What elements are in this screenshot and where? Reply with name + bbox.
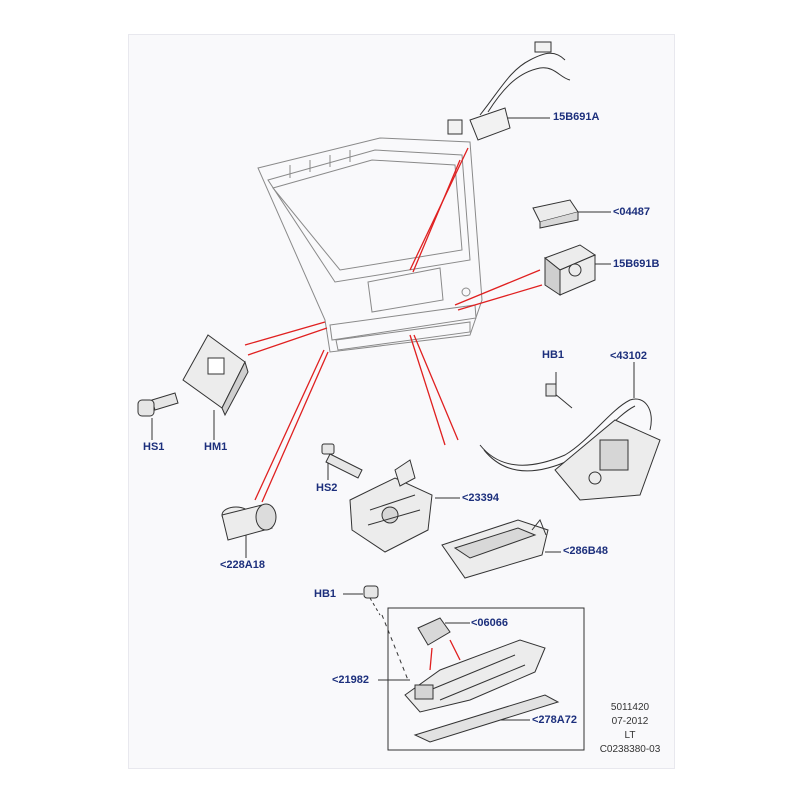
callout-hs1[interactable]: HS1	[143, 441, 165, 453]
part-15b691b	[543, 244, 597, 296]
callout-23394[interactable]: <23394	[462, 492, 500, 504]
callout-hm1[interactable]: HM1	[204, 441, 228, 453]
part-04487	[532, 199, 579, 229]
callout-hb1-bottom[interactable]: HB1	[314, 588, 337, 600]
callout-04487[interactable]: <04487	[613, 206, 651, 218]
part-hs1	[137, 392, 179, 417]
part-group-box	[387, 607, 585, 751]
meta-code: 5011420	[610, 702, 650, 713]
callout-228a18[interactable]: <228A18	[220, 559, 265, 571]
part-286b48	[441, 519, 549, 579]
part-23394	[349, 459, 433, 553]
meta-lang: LT	[624, 730, 636, 741]
callout-leaders	[151, 117, 635, 721]
part-15b691a	[447, 41, 571, 141]
callout-278a72[interactable]: <278A72	[532, 714, 577, 726]
part-hs2	[321, 443, 363, 479]
part-228a18	[221, 503, 277, 541]
tailgate-outline	[257, 137, 483, 353]
part-278a72	[413, 694, 560, 743]
meta-ref: C0238380-03	[599, 744, 661, 755]
callout-06066[interactable]: <06066	[471, 617, 509, 629]
callout-15b691b[interactable]: 15B691B	[613, 258, 660, 270]
leader-lines	[244, 147, 543, 671]
callout-43102[interactable]: <43102	[610, 350, 648, 362]
part-hm1	[182, 334, 249, 417]
part-hb1-bottom	[363, 585, 409, 681]
callout-21982[interactable]: <21982	[332, 674, 370, 686]
part-21982	[404, 639, 546, 713]
part-06066	[417, 617, 451, 646]
callout-15b691a[interactable]: 15B691A	[553, 111, 600, 123]
callout-hs2[interactable]: HS2	[316, 482, 338, 494]
callout-286b48[interactable]: <286B48	[563, 545, 608, 557]
meta-date: 07-2012	[611, 716, 649, 727]
part-43102	[479, 383, 661, 501]
callout-hb1-top[interactable]: HB1	[542, 349, 565, 361]
